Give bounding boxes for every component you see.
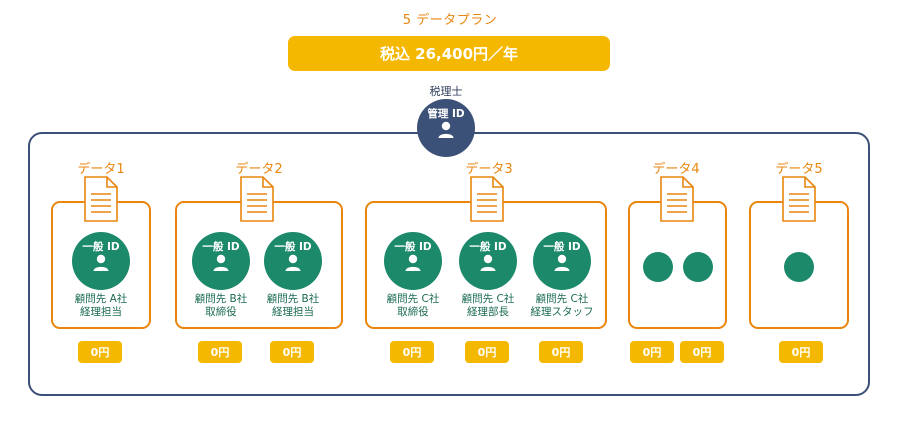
person-icon xyxy=(405,254,421,271)
fee-badge: 0円 xyxy=(630,341,674,363)
empty-slot-dot xyxy=(683,252,713,282)
fee-badge: 0円 xyxy=(390,341,434,363)
empty-slot-dot xyxy=(643,252,673,282)
user-id-label: 一般 ID xyxy=(394,241,432,253)
user-id-label: 一般 ID xyxy=(202,241,240,253)
user-name: 顧問先 C社 取締役 xyxy=(386,293,440,318)
user-id-label: 一般 ID xyxy=(469,241,507,253)
user-name: 顧問先 B社 取締役 xyxy=(194,293,248,318)
person-icon xyxy=(554,254,570,271)
plan-title: 5 データプラン xyxy=(402,13,498,28)
fee-badge: 0円 xyxy=(198,341,242,363)
user-name: 顧問先 B社 経理担当 xyxy=(266,293,320,318)
admin-id-label: 管理 ID xyxy=(427,108,465,120)
fee-badge: 0円 xyxy=(680,341,724,363)
person-icon xyxy=(93,254,109,271)
document-icon xyxy=(782,176,816,222)
user-name: 顧問先 A社 経理担当 xyxy=(74,293,128,318)
data-label-5: データ5 xyxy=(775,162,823,177)
user-id-badge: 一般 ID xyxy=(192,232,250,290)
user-id-label: 一般 ID xyxy=(274,241,312,253)
user-name: 顧問先 C社 経理部長 xyxy=(461,293,515,318)
user-id-badge: 一般 ID xyxy=(384,232,442,290)
user-name: 顧問先 C社 経理スタッフ xyxy=(530,293,594,318)
data-label-3: データ3 xyxy=(465,162,513,177)
fee-badge: 0円 xyxy=(539,341,583,363)
admin-id-badge: 管理 ID xyxy=(417,99,475,157)
data-label-1: データ1 xyxy=(77,162,125,177)
admin-role-label: 税理士 xyxy=(429,85,463,98)
data-label-2: データ2 xyxy=(235,162,283,177)
user-id-label: 一般 ID xyxy=(543,241,581,253)
fee-badge: 0円 xyxy=(465,341,509,363)
document-icon xyxy=(470,176,504,222)
user-id-badge: 一般 ID xyxy=(459,232,517,290)
user-id-label: 一般 ID xyxy=(82,241,120,253)
user-id-badge: 一般 ID xyxy=(533,232,591,290)
user-id-badge: 一般 ID xyxy=(72,232,130,290)
document-icon xyxy=(240,176,274,222)
person-icon xyxy=(285,254,301,271)
person-icon xyxy=(213,254,229,271)
data-label-4: データ4 xyxy=(652,162,700,177)
user-id-badge: 一般 ID xyxy=(264,232,322,290)
price-bar: 税込 26,400円／年 xyxy=(288,36,610,71)
document-icon xyxy=(84,176,118,222)
fee-badge: 0円 xyxy=(270,341,314,363)
person-icon xyxy=(438,121,454,138)
person-icon xyxy=(480,254,496,271)
document-icon xyxy=(660,176,694,222)
fee-badge: 0円 xyxy=(779,341,823,363)
empty-slot-dot xyxy=(784,252,814,282)
fee-badge: 0円 xyxy=(78,341,122,363)
